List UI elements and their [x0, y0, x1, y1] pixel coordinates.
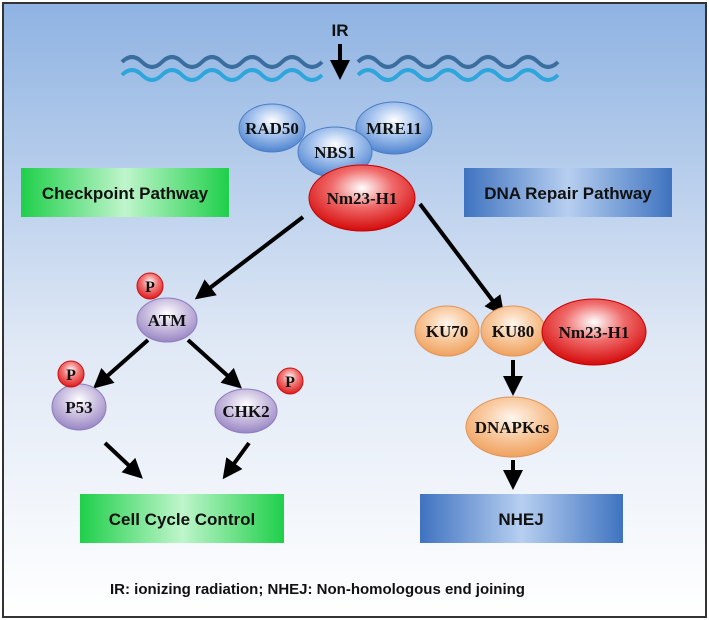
- node-nbs1: NBS1: [297, 126, 373, 178]
- arrow-atm-to-p53: [93, 338, 150, 389]
- ir-label: IR: [332, 21, 349, 40]
- dna-repair-pathway-label: DNA Repair Pathway: [484, 184, 652, 203]
- dna-strand-left: [120, 55, 324, 82]
- dnapkcs-label: DNAPKcs: [475, 418, 550, 437]
- cell-cycle-control-label: Cell Cycle Control: [109, 510, 255, 529]
- node-rad50: RAD50: [238, 103, 306, 153]
- node-nm23-h1-right: Nm23-H1: [541, 298, 647, 366]
- phospho-p53-label: P: [66, 367, 76, 384]
- phospho-atm-label: P: [145, 279, 155, 296]
- nm23-h1-top-label: Nm23-H1: [327, 189, 398, 208]
- p53-label: P53: [65, 398, 92, 417]
- checkpoint-pathway-box: Checkpoint Pathway: [21, 168, 229, 217]
- nbs1-label: NBS1: [314, 143, 356, 162]
- atm-label: ATM: [148, 311, 186, 330]
- phospho-p53: P: [57, 360, 85, 388]
- nm23-h1-right-label: Nm23-H1: [559, 323, 630, 342]
- dna-repair-pathway-box: DNA Repair Pathway: [464, 168, 672, 217]
- node-dnapkcs: DNAPKcs: [465, 396, 559, 458]
- cell-cycle-control-box: Cell Cycle Control: [80, 494, 284, 543]
- phospho-chk2-label: P: [285, 374, 295, 391]
- dna-strand-right: [356, 55, 560, 82]
- arrow-atm-to-chk2: [186, 338, 242, 389]
- phospho-chk2: P: [276, 367, 304, 395]
- node-ku80: KU80: [480, 305, 546, 357]
- node-ku70: KU70: [414, 305, 480, 357]
- rad50-label: RAD50: [245, 119, 299, 138]
- arrow-to-ku80: [418, 202, 505, 317]
- arrow-p53-to-cell-cycle: [103, 441, 143, 479]
- node-atm: ATM: [136, 297, 198, 343]
- nhej-label: NHEJ: [498, 510, 543, 529]
- node-chk2: CHK2: [214, 388, 278, 434]
- checkpoint-pathway-label: Checkpoint Pathway: [42, 184, 209, 203]
- nhej-box: NHEJ: [420, 494, 623, 543]
- caption: IR: ionizing radiation; NHEJ: Non-homolo…: [110, 581, 525, 598]
- node-nm23-h1-top: Nm23-H1: [308, 164, 416, 232]
- arrow-chk2-to-cell-cycle: [222, 441, 251, 480]
- node-mre11: MRE11: [355, 101, 433, 155]
- ku70-label: KU70: [426, 322, 469, 341]
- ku80-label: KU80: [492, 322, 535, 341]
- node-p53: P53: [51, 383, 107, 431]
- phospho-atm: P: [136, 272, 164, 300]
- arrow-to-atm: [194, 215, 305, 300]
- chk2-label: CHK2: [222, 402, 269, 421]
- mre11-label: MRE11: [366, 119, 422, 138]
